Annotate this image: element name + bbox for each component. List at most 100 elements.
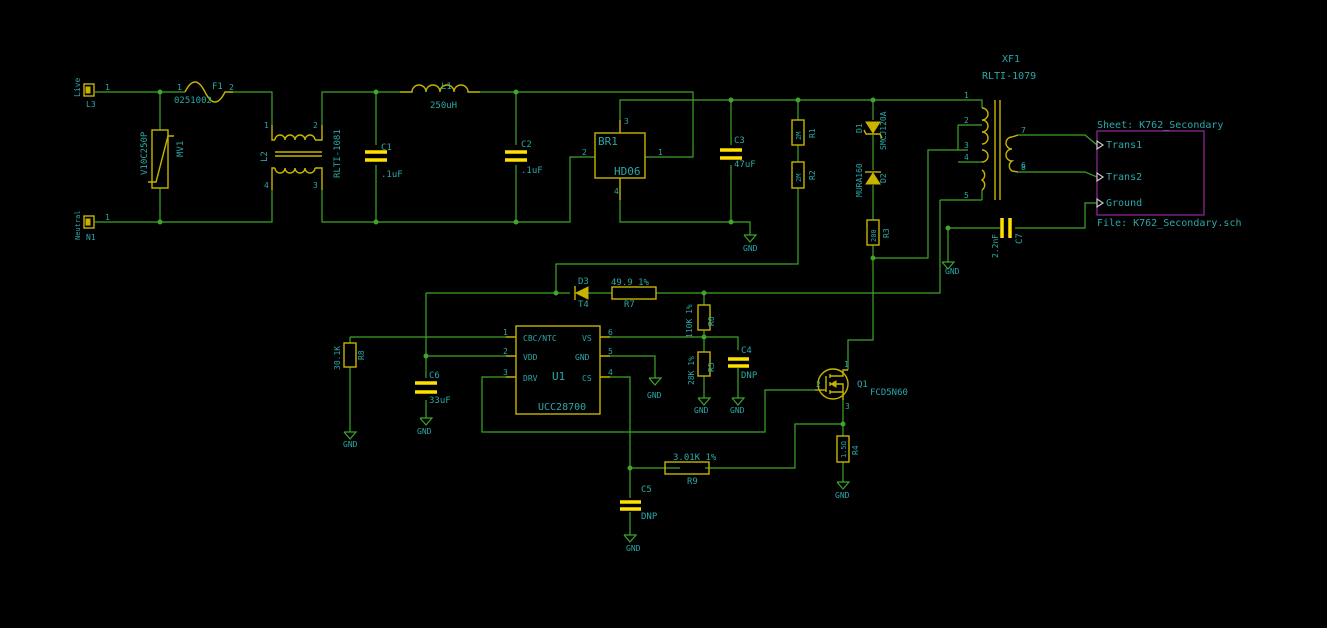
sheet-port-ground[interactable]: Ground (1096, 197, 1142, 209)
inductor-l1-ref: L1 (441, 82, 452, 92)
ic-u1-ref: U1 (552, 370, 565, 383)
bridge-br1-pin1: 1 (658, 148, 663, 157)
resistor-r9[interactable]: 3.01K 1% R9 (664, 453, 717, 487)
resistor-r8-value: 30.1K (333, 346, 342, 370)
resistor-r6[interactable]: 110K 1% R6 (685, 304, 716, 338)
ic-u1[interactable]: CBC/NTC VDD DRV 1 2 3 VS GND CS 6 5 4 U1… (503, 325, 613, 415)
gnd-symbol-r4: GND (835, 481, 851, 500)
transformer-xf1-pin5: 5 (964, 191, 969, 200)
connector-live-pin: 1 (105, 83, 110, 92)
resistor-r9-ref: R9 (687, 477, 698, 487)
mosfet-q1-ref: Q1 (857, 380, 868, 390)
diode-d3[interactable]: D3 T4 (574, 277, 589, 310)
gnd-symbols: GND GND GND GND GND GND GND GND (343, 234, 960, 553)
capacitor-c1-value: .1uF (381, 170, 403, 180)
gnd-symbol-r8: GND (343, 431, 358, 449)
resistor-r5-ref: R5 (707, 362, 716, 372)
bridge-br1-pin2: 2 (582, 148, 587, 157)
resistor-r2-value: 2M (795, 174, 803, 182)
resistor-r4-value: 1.5Ω (840, 441, 848, 458)
capacitor-c3[interactable]: C3 47uF (720, 136, 756, 170)
fuse-f1-pin2: 2 (229, 83, 234, 92)
diode-d2-ref: D2 (879, 173, 888, 183)
capacitor-c3-value: 47uF (734, 160, 756, 170)
ic-u1-pin-vdd-name: VDD (523, 353, 538, 362)
diode-d2-value: MURA160 (855, 163, 864, 197)
diode-d1[interactable]: D1 SMCJ120A (855, 111, 888, 150)
fuse-f1-value: 0251002 (174, 96, 212, 106)
capacitor-c7[interactable]: 2.2nF C7 (991, 218, 1025, 258)
choke-l2-ref: L2 (260, 151, 270, 162)
resistor-r7-value: 49.9 1% (611, 278, 650, 288)
sheet-port-trans2[interactable]: Trans2 (1096, 171, 1142, 183)
gnd-symbol-xf1: GND (941, 261, 960, 276)
fuse-f1[interactable]: F1 0251002 1 2 (174, 81, 234, 106)
capacitor-c6-ref: C6 (429, 371, 440, 381)
capacitor-c4[interactable]: C4 DNP (728, 346, 758, 381)
connector-live-ref: L3 (86, 100, 96, 109)
resistor-r5[interactable]: 28K 1% R5 (687, 351, 716, 385)
resistor-r1[interactable]: 2M R1 (791, 119, 817, 146)
capacitor-c1-ref: C1 (381, 143, 392, 153)
connector-neutral[interactable]: Neutral N1 1 (74, 210, 110, 242)
resistor-r2-ref: R2 (808, 170, 817, 180)
gnd-symbol-r5: GND (694, 397, 712, 415)
gnd-symbol-c5: GND (623, 534, 641, 553)
capacitor-c2[interactable]: C2 .1uF (505, 140, 543, 176)
capacitor-c7-ref: C7 (1015, 233, 1025, 244)
resistor-r4[interactable]: 1.5Ω R4 (836, 435, 860, 463)
varistor-mv1-value: V10C250P (140, 131, 150, 175)
fuse-f1-ref: F1 (212, 82, 223, 92)
inductor-l1[interactable]: L1 250uH (400, 82, 480, 111)
gnd-label: GND (835, 491, 850, 500)
ic-u1-pin-cbc-name: CBC/NTC (523, 334, 557, 343)
diode-d1-value: SMCJ120A (879, 111, 888, 150)
transformer-xf1[interactable]: XF1 RLTI-1079 1 2 3 4 5 6 7 8 (964, 54, 1036, 200)
choke-l2-pin4: 4 (264, 181, 269, 190)
choke-l2-pin3: 3 (313, 181, 318, 190)
connector-live[interactable]: Live L3 1 (73, 78, 110, 109)
resistor-r6-value: 110K 1% (685, 304, 694, 338)
bridge-br1[interactable]: BR1 HD06 1 2 3 4 (582, 117, 663, 200)
ic-u1-pin-gnd-name: GND (575, 353, 590, 362)
capacitor-c6[interactable]: C6 33uF (415, 371, 451, 406)
choke-l2[interactable]: L2 RLTI-1081 1 2 3 4 (260, 121, 343, 190)
sheet-k762-secondary[interactable]: Sheet: K762_Secondary File: K762_Seconda… (1096, 120, 1242, 229)
junctions (157, 89, 951, 471)
ic-u1-pin1-num: 1 (503, 328, 508, 337)
capacitor-c1[interactable]: C1 .1uF (365, 143, 403, 180)
capacitor-c5[interactable]: C5 DNP (620, 485, 658, 522)
connector-live-label: Live (73, 78, 82, 97)
resistor-r3[interactable]: 200 R3 (866, 219, 891, 246)
sheet-port-trans1-label: Trans1 (1106, 140, 1142, 151)
diode-d1-ref: D1 (855, 123, 864, 133)
sheet-port-trans1[interactable]: Trans1 (1096, 139, 1142, 151)
resistor-r3-ref: R3 (882, 228, 891, 238)
gnd-label: GND (730, 406, 745, 415)
resistor-r7-ref: R7 (624, 300, 635, 310)
resistor-r5-value: 28K 1% (687, 356, 696, 385)
diode-d3-value: T4 (578, 300, 589, 310)
transformer-xf1-pin4: 4 (964, 153, 969, 162)
transformer-xf1-pin2: 2 (964, 116, 969, 125)
resistor-r7[interactable]: 49.9 1% R7 (611, 278, 657, 310)
sheet-file: File: K762_Secondary.sch (1097, 218, 1242, 229)
varistor-mv1[interactable]: V10C250P MV1 (140, 129, 186, 189)
capacitor-c2-value: .1uF (521, 166, 543, 176)
resistor-r2[interactable]: 2M R2 (791, 161, 817, 189)
resistor-r4-ref: R4 (851, 445, 860, 455)
connector-neutral-pin: 1 (105, 213, 110, 222)
capacitor-c5-value: DNP (641, 512, 658, 522)
diode-d2[interactable]: MURA160 D2 (855, 163, 888, 197)
mosfet-q1[interactable]: Q1 FCD5N60 1 2 3 (815, 360, 908, 411)
gnd-symbol-u1: GND (647, 377, 663, 400)
gnd-label: GND (417, 427, 432, 436)
capacitor-c6-value: 33uF (429, 396, 451, 406)
ic-u1-pin-vs-name: VS (582, 334, 592, 343)
choke-l2-pin2: 2 (313, 121, 318, 130)
connector-neutral-ref: N1 (86, 233, 96, 242)
resistor-r8[interactable]: 30.1K R8 (333, 342, 366, 370)
ic-u1-pin-cs-name: CS (582, 374, 592, 383)
ic-u1-pin3-num: 3 (503, 368, 508, 377)
sheet-port-trans2-label: Trans2 (1106, 172, 1142, 183)
